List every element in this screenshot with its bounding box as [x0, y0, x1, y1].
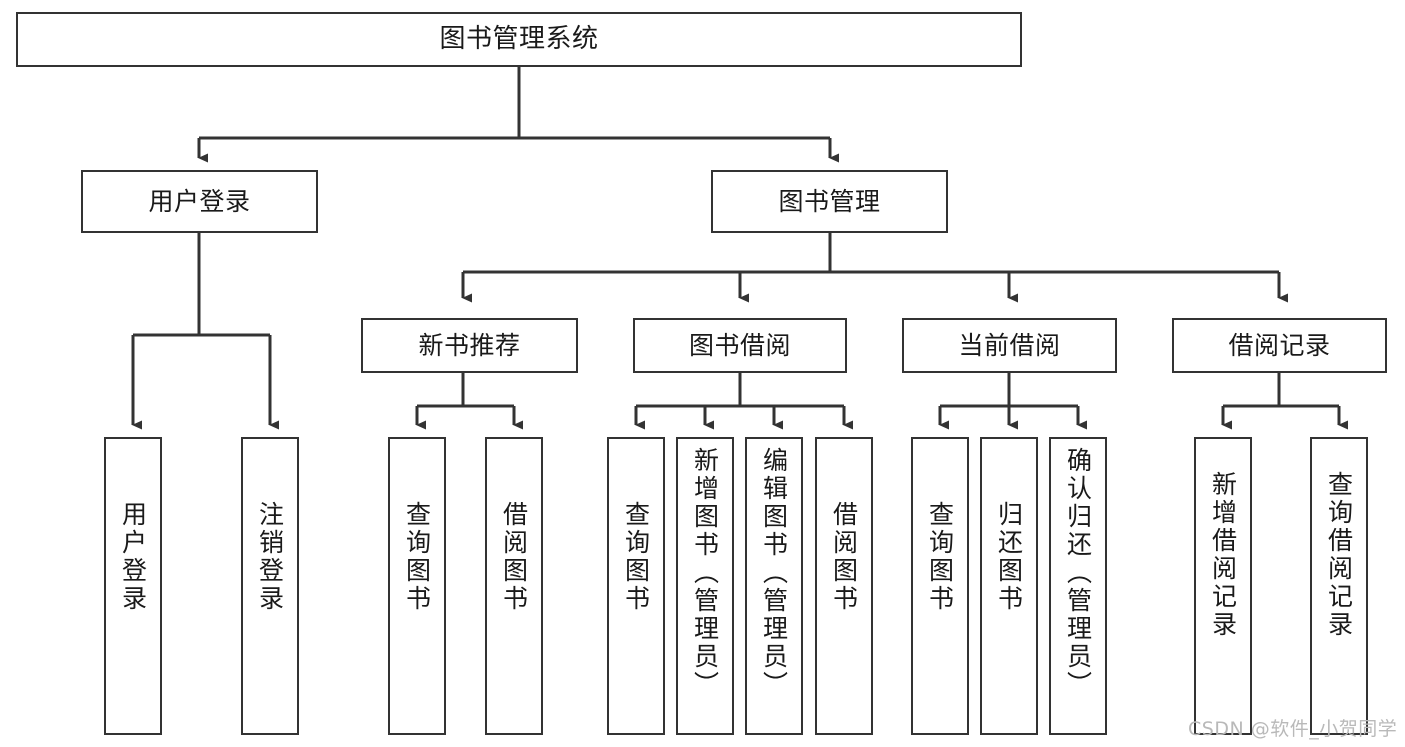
node-label: 编辑图书（管理员）	[759, 447, 789, 699]
node-root-book-management-system[interactable]: 图书管理系统	[16, 12, 1022, 67]
node-borrow-record[interactable]: 借阅记录	[1172, 318, 1387, 373]
node-label: 查询图书	[402, 501, 432, 613]
node-leaf-confirm-return-admin[interactable]: 确认归还（管理员）	[1049, 437, 1107, 735]
node-leaf-return-book[interactable]: 归还图书	[980, 437, 1038, 735]
node-label: 当前借阅	[958, 330, 1061, 360]
node-label: 新书推荐	[418, 330, 521, 360]
node-book-management[interactable]: 图书管理	[711, 170, 948, 233]
node-label: 借阅图书	[829, 501, 859, 613]
node-leaf-query-book-recommend[interactable]: 查询图书	[388, 437, 446, 735]
node-label: 查询借阅记录	[1324, 471, 1354, 639]
node-leaf-add-book-admin[interactable]: 新增图书（管理员）	[676, 437, 734, 735]
node-leaf-borrow-book[interactable]: 借阅图书	[815, 437, 873, 735]
node-leaf-edit-book-admin[interactable]: 编辑图书（管理员）	[745, 437, 803, 735]
node-leaf-query-borrow-record[interactable]: 查询借阅记录	[1310, 437, 1368, 735]
node-label: 用户登录	[148, 186, 251, 216]
node-label: 归还图书	[994, 501, 1024, 613]
node-leaf-query-book-current[interactable]: 查询图书	[911, 437, 969, 735]
node-current-borrow[interactable]: 当前借阅	[902, 318, 1117, 373]
node-book-borrow[interactable]: 图书借阅	[633, 318, 847, 373]
node-label: 图书管理系统	[439, 24, 599, 55]
node-label: 查询图书	[925, 501, 955, 613]
node-label: 新增图书（管理员）	[690, 447, 720, 699]
node-leaf-query-book-borrow[interactable]: 查询图书	[607, 437, 665, 735]
node-leaf-add-borrow-record[interactable]: 新增借阅记录	[1194, 437, 1252, 735]
node-label: 图书借阅	[688, 330, 791, 360]
node-label: 借阅图书	[499, 501, 529, 613]
node-label: 新增借阅记录	[1208, 471, 1238, 639]
node-leaf-logout[interactable]: 注销登录	[241, 437, 299, 735]
node-label: 借阅记录	[1228, 330, 1331, 360]
node-label: 查询图书	[621, 501, 651, 613]
node-leaf-user-login[interactable]: 用户登录	[104, 437, 162, 735]
node-leaf-borrow-book-recommend[interactable]: 借阅图书	[485, 437, 543, 735]
node-label: 用户登录	[118, 501, 148, 613]
node-label: 确认归还（管理员）	[1063, 447, 1093, 699]
node-label: 注销登录	[255, 501, 285, 613]
node-label: 图书管理	[778, 186, 881, 216]
node-new-book-recommend[interactable]: 新书推荐	[361, 318, 578, 373]
watermark: CSDN @软件_小贺同学	[1188, 718, 1398, 740]
node-user-login[interactable]: 用户登录	[81, 170, 318, 233]
